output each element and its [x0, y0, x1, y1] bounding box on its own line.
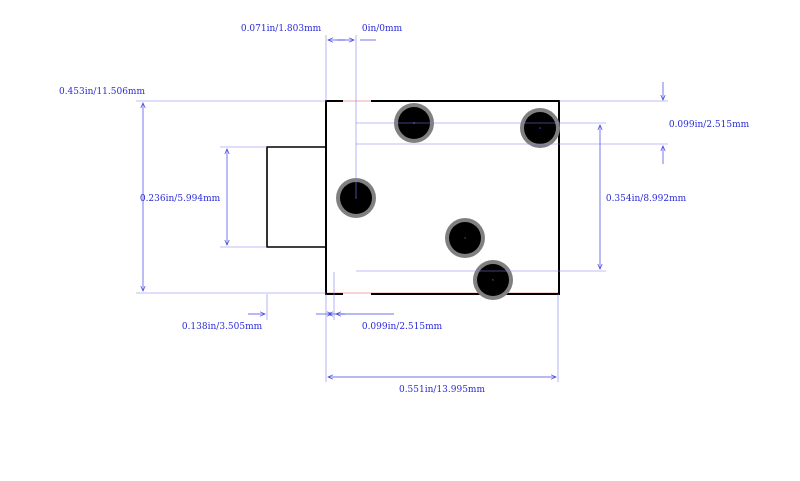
body-right-edge — [371, 100, 560, 295]
pad-3: 3 — [445, 218, 485, 258]
dim-tab-height: 0.236in/5.994mm — [140, 146, 267, 248]
dim-label: 0.453in/11.506mm — [59, 87, 145, 97]
pads: 2 4 1 3 5 — [336, 103, 560, 300]
tab-outline — [266, 146, 326, 248]
dim-pin-pitch-top: 0.099in/2.515mm — [356, 82, 750, 164]
dim-label: 0.099in/2.515mm — [362, 322, 443, 332]
pad-label: 4 — [539, 126, 541, 130]
dim-tab-depth: 0.138in/3.505mm — [182, 294, 345, 332]
dim-label: 0in/0mm — [362, 24, 403, 34]
pad-4: 4 — [520, 108, 560, 148]
dim-label: 0.236in/5.994mm — [140, 194, 221, 204]
dim-total-height: 0.453in/11.506mm — [59, 87, 326, 294]
dim-label: 0.071in/1.803mm — [241, 24, 322, 34]
pad-5: 5 — [473, 260, 513, 300]
dim-label: 0.099in/2.515mm — [669, 120, 750, 130]
dim-pin-pitch-bottom: 0.099in/2.515mm — [316, 272, 443, 332]
dim-label: 0.354in/8.992mm — [606, 194, 687, 204]
dim-label: 0.138in/3.505mm — [182, 322, 263, 332]
pad-label: 5 — [492, 278, 494, 282]
dim-pin-span-y: 0.354in/8.992mm — [356, 122, 687, 272]
dim-pin-offset-x: 0.071in/1.803mm — [241, 24, 357, 198]
fab-tab-outline — [266, 146, 327, 248]
body-left-edge — [325, 100, 343, 295]
pad-label: 3 — [464, 236, 466, 240]
dim-total-width: 0.551in/13.995mm — [325, 294, 559, 395]
component-outline — [266, 100, 560, 295]
dim-label: 0.551in/13.995mm — [399, 385, 485, 395]
dim-pin1-x: 0in/0mm — [360, 24, 403, 41]
